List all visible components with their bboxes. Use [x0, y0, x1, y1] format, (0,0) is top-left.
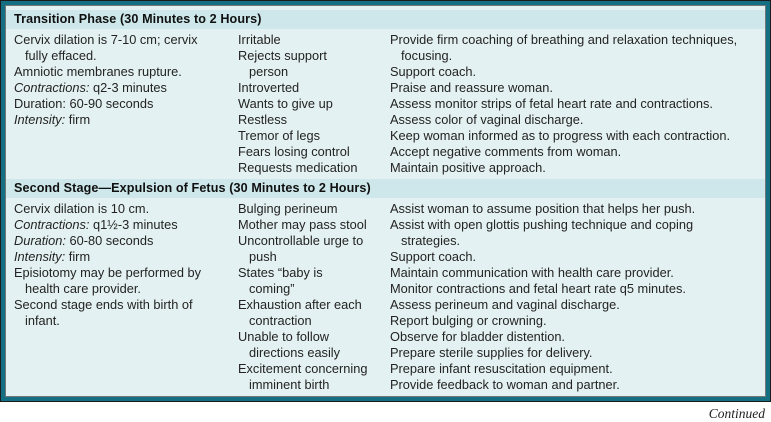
table-line: imminent birth	[249, 377, 330, 392]
table-line: Contractions: q2-3 minutes	[14, 80, 167, 95]
table-line: Duration: 60-90 seconds	[14, 96, 154, 111]
table-line: person	[249, 64, 289, 79]
table-line: strategies.	[401, 233, 461, 248]
table-line: contraction	[249, 313, 312, 328]
table-line: Restless	[238, 112, 288, 127]
table-line: Exhaustion after each	[238, 297, 362, 312]
table-line: coming”	[249, 281, 295, 296]
italic-lead: Contractions:	[14, 80, 93, 95]
table-line: Provide firm coaching of breathing and r…	[390, 32, 738, 47]
table-line: health care provider.	[25, 281, 141, 296]
table-line: Prepare sterile supplies for delivery.	[390, 345, 593, 360]
table-line: Episiotomy may be performed by	[14, 265, 202, 280]
italic-lead: Intensity:	[14, 112, 69, 127]
table-line: infant.	[25, 313, 60, 328]
table-line: Maintain positive approach.	[390, 160, 546, 175]
table-line: Support coach.	[390, 249, 477, 264]
section-header-second-stage-expulsion-of-fetus: Second Stage—Expulsion of Fetus (30 Minu…	[6, 179, 765, 198]
labor-stages-table-content: Transition Phase (30 Minutes to 2 Hours)…	[5, 5, 766, 397]
table-line: Praise and reassure woman.	[390, 80, 553, 95]
table-line: Assist woman to assume position that hel…	[390, 201, 696, 216]
table-line: Provide feedback to woman and partner.	[390, 377, 620, 392]
italic-lead: Duration:	[14, 233, 70, 248]
table-line: States “baby is	[238, 265, 323, 280]
table-line: Keep woman informed as to progress with …	[390, 128, 731, 143]
table-line: Cervix dilation is 10 cm.	[14, 201, 150, 216]
table-line: Assess perineum and vaginal discharge.	[390, 297, 620, 312]
table-line: Accept negative comments from woman.	[390, 144, 622, 159]
section-second-stage-expulsion-of-fetus: Second Stage—Expulsion of Fetus (30 Minu…	[6, 179, 765, 396]
table-line: Mother may pass stool	[238, 217, 367, 232]
section-body-second-stage-expulsion-of-fetus: Cervix dilation is 10 cm.Contractions: q…	[6, 198, 765, 396]
table-line: Rejects support	[238, 48, 327, 63]
table-line: push	[249, 249, 277, 264]
table-line: Duration: 60-80 seconds	[14, 233, 154, 248]
table-line: Amniotic membranes rupture.	[14, 64, 182, 79]
section-header-transition-phase: Transition Phase (30 Minutes to 2 Hours)	[6, 10, 765, 29]
table-sections: Transition Phase (30 Minutes to 2 Hours)…	[6, 10, 765, 396]
table-line: Intensity: firm	[14, 112, 91, 127]
table-line: Fears losing control	[238, 144, 350, 159]
table-line: Tremor of legs	[238, 128, 321, 143]
section-transition-phase: Transition Phase (30 Minutes to 2 Hours)…	[6, 10, 765, 179]
italic-lead: Contractions:	[14, 217, 93, 232]
table-line: Monitor contractions and fetal heart rat…	[390, 281, 686, 296]
table-line: Intensity: firm	[14, 249, 91, 264]
table-line: Excitement concerning	[238, 361, 368, 376]
table-line: Observe for bladder distention.	[390, 329, 565, 344]
table-line: Maintain communication with health care …	[390, 265, 674, 280]
table-line: Second stage ends with birth of	[14, 297, 193, 312]
table-line: fully effaced.	[25, 48, 97, 63]
continued-label: Continued	[708, 406, 765, 421]
table-line: Requests medication	[238, 160, 358, 175]
table-line: Introverted	[238, 80, 300, 95]
column-physiologic-signs: Cervix dilation is 10 cm.Contractions: q…	[14, 201, 238, 393]
italic-lead: Intensity:	[14, 249, 69, 264]
table-line: focusing.	[401, 48, 453, 63]
column-nursing-interventions: Assist woman to assume position that hel…	[390, 201, 759, 393]
table-line: Bulging perineum	[238, 201, 338, 216]
column-nursing-interventions: Provide firm coaching of breathing and r…	[390, 32, 759, 176]
table-line: Assist with open glottis pushing techniq…	[390, 217, 694, 232]
table-line: Irritable	[238, 32, 281, 47]
table-line: Cervix dilation is 7-10 cm; cervix	[14, 32, 198, 47]
table-line: Support coach.	[390, 64, 477, 79]
table-line: Unable to follow	[238, 329, 330, 344]
table-line: Assess color of vaginal discharge.	[390, 112, 584, 127]
table-line: Uncontrollable urge to	[238, 233, 364, 248]
table-line: Report bulging or crowning.	[390, 313, 547, 328]
table-line: directions easily	[249, 345, 341, 360]
table-line: Assess monitor strips of fetal heart rat…	[390, 96, 713, 111]
table-line: Contractions: q1½-3 minutes	[14, 217, 178, 232]
table-line: Prepare infant resuscitation equipment.	[390, 361, 613, 376]
labor-stages-table: Transition Phase (30 Minutes to 2 Hours)…	[0, 0, 771, 402]
table-line: Wants to give up	[238, 96, 333, 111]
